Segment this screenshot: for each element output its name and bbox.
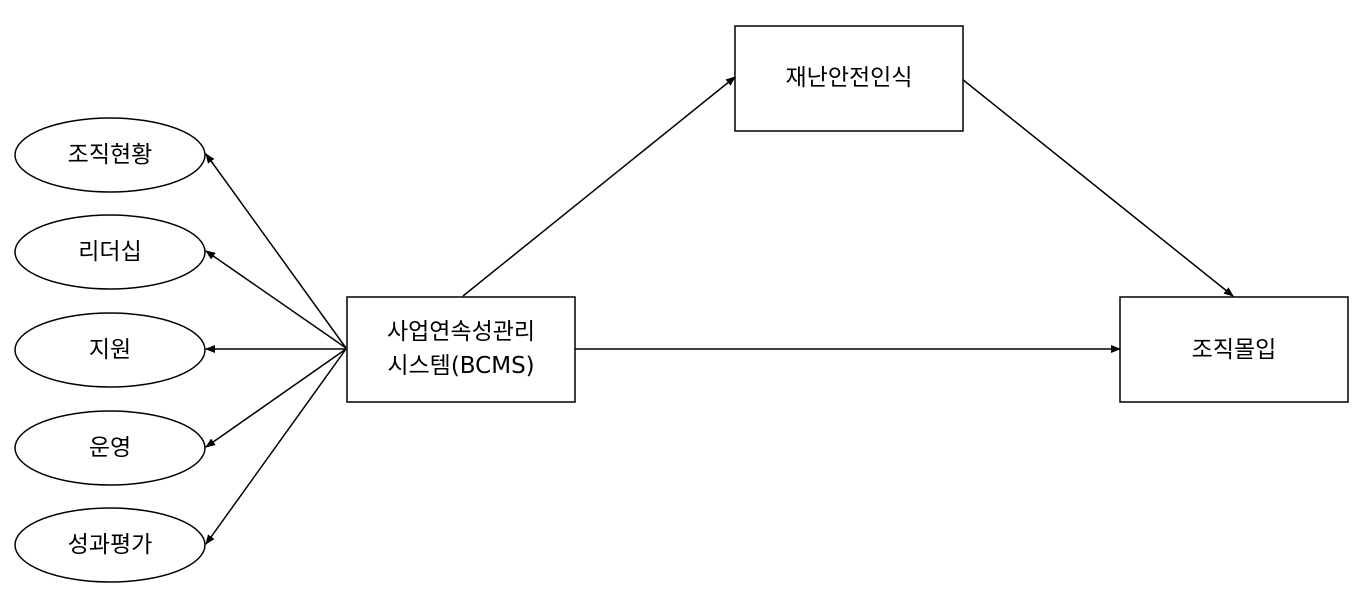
factor-arrows — [205, 153, 347, 545]
factor-label: 조직현황 — [68, 142, 153, 168]
factor-ellipse — [14, 410, 206, 486]
factor-node-5: 성과평가 — [14, 507, 206, 583]
factor-label: 성과평가 — [68, 532, 153, 558]
mediator-node: 재난안전인식 — [734, 25, 964, 132]
independent-variable-label-line2: 시스템(BCMS) — [387, 353, 534, 379]
factor-node-4: 운영 — [14, 410, 206, 486]
factor-ellipse — [14, 312, 206, 388]
independent-variable-node: 사업연속성관리 시스템(BCMS) — [346, 296, 576, 403]
arrow-bcms-to-factor-1 — [205, 153, 347, 349]
mediator-label: 재난안전인식 — [786, 65, 913, 91]
independent-variable-label-line1: 사업연속성관리 — [387, 319, 535, 345]
arrow-mediator-to-dependent — [961, 78, 1234, 297]
factor-ellipse — [14, 507, 206, 583]
factor-label: 지원 — [89, 337, 131, 363]
factor-ellipse — [14, 214, 206, 290]
dependent-variable-node: 조직몰입 — [1119, 296, 1349, 403]
arrow-bcms-to-factor-4 — [205, 348, 347, 448]
factor-node-3: 지원 — [14, 312, 206, 388]
arrow-bcms-to-factor-5 — [205, 348, 347, 545]
arrow-bcms-to-factor-2 — [205, 250, 347, 349]
factor-node-1: 조직현황 — [14, 117, 206, 193]
factor-label: 리더십 — [78, 239, 141, 265]
dependent-variable-label: 조직몰입 — [1192, 337, 1277, 363]
dependent-variable-box — [1119, 296, 1349, 403]
mediator-box — [734, 25, 964, 132]
arrow-bcms-to-mediator — [462, 76, 736, 297]
independent-variable-box — [346, 296, 576, 403]
factor-label: 운영 — [89, 435, 131, 461]
factor-node-2: 리더십 — [14, 214, 206, 290]
factor-ellipse — [14, 117, 206, 193]
